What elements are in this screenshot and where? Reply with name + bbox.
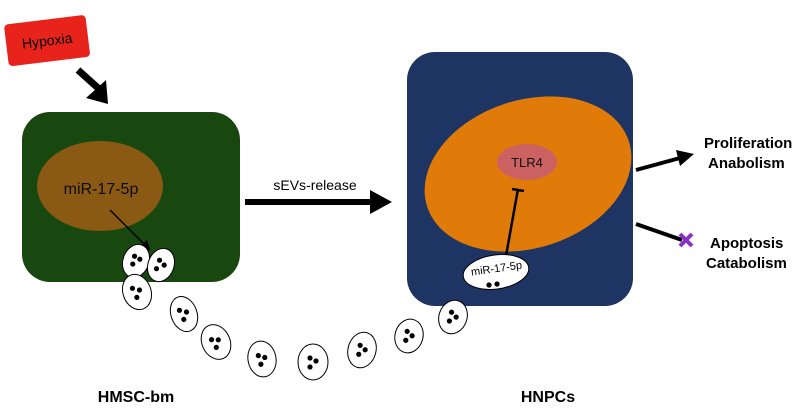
vesicle-cargo-dot: [313, 358, 319, 364]
vesicle-cargo-dot: [161, 262, 167, 268]
vesicle-cargo-dot: [403, 337, 409, 343]
tlr4-receptor: [497, 144, 557, 180]
vesicle-membrane: [394, 318, 424, 354]
donor-cell: miR-17-5p: [22, 112, 240, 282]
vesicle-cargo-dot: [153, 266, 160, 272]
vesicle-icon: [297, 343, 329, 381]
vesicle-cargo-dot: [213, 344, 219, 350]
hypoxia-arrow: [75, 67, 108, 104]
inhibit-arrow: [635, 222, 694, 248]
hypoxia-box: Hypoxia: [4, 15, 90, 67]
sev-release-arrow: [245, 190, 392, 214]
vesicle-cargo-dot: [181, 316, 187, 322]
vesicle-cargo-dot: [486, 282, 492, 288]
vesicle-cargo-dot: [255, 352, 261, 359]
outcome-apoptosis: Apoptosis: [710, 235, 783, 252]
outcome-catabolism: Catabolism: [706, 255, 787, 272]
vesicle-membrane: [200, 324, 232, 360]
vesicle-icon: [347, 331, 377, 369]
vesicle-icon: [247, 340, 277, 378]
vesicle-icon: [169, 296, 199, 332]
vesicle-membrane: [247, 340, 277, 378]
vesicle-icon: [438, 299, 468, 335]
vesicle-cargo-dot: [136, 287, 143, 293]
vesicle-cargo-dot: [356, 351, 362, 357]
recipient-vesicle: [462, 254, 530, 290]
vesicle-cargo-dot: [362, 347, 368, 353]
vesicle-cargo-dot: [215, 337, 221, 343]
hypoxia-label: Hypoxia: [21, 30, 73, 52]
vesicle-trail: [121, 243, 468, 381]
hypoxia-box-bg: [4, 15, 90, 67]
vesicle-cargo-dot: [183, 309, 190, 315]
vesicle-icon: [121, 273, 153, 311]
promote-arrow: [635, 150, 694, 172]
inhibition-bar: [511, 187, 525, 193]
vesicle-cargo-dot: [262, 354, 268, 361]
vesicle-membrane: [297, 343, 329, 381]
vesicle-membrane: [438, 299, 468, 335]
donor-nucleus-label: miR-17-5p: [64, 181, 139, 198]
recipient-cell-caption: HNPCs: [521, 389, 575, 406]
vesicle-cargo-dot: [404, 328, 410, 334]
donor-cell-caption: HMSC-bm: [98, 389, 174, 406]
vesicle-membrane: [121, 273, 153, 311]
vesicle-membrane: [146, 247, 176, 283]
vesicle-cargo-dot: [448, 309, 455, 315]
donor-nucleus: [37, 141, 163, 231]
vesicle-icon: [394, 318, 424, 354]
vesicle-cargo-dot: [357, 342, 363, 348]
vesicle-icon: [146, 247, 176, 283]
sev-release-label: sEVs-release: [273, 177, 356, 193]
vesicle-cargo-dot: [446, 318, 453, 324]
cross-icon: [678, 232, 694, 248]
tlr4-label: TLR4: [511, 155, 543, 170]
vesicle-cargo-dot: [134, 294, 140, 300]
vesicle-cargo-dot: [453, 314, 459, 320]
vesicle-cargo-dot: [208, 337, 215, 343]
vesicle-cargo-dot: [137, 256, 143, 262]
vesicle-membrane: [347, 331, 377, 369]
vesicle-cargo-dot: [409, 333, 415, 339]
outcome-anabolism: Anabolism: [708, 155, 785, 172]
vesicle-cargo-dot: [307, 355, 313, 361]
vesicle-cargo-dot: [176, 307, 183, 313]
vesicle-cargo-dot: [307, 364, 313, 370]
inhibition-line: [504, 188, 520, 257]
mirna-export-arrow: [109, 209, 151, 251]
vesicle-cargo-dot: [130, 261, 136, 267]
vesicle-cargo-dot: [156, 257, 163, 263]
outcome-proliferation: Proliferation: [704, 135, 792, 152]
vesicle-cargo-dot: [258, 361, 264, 367]
vesicle-cargo-dot: [494, 281, 500, 287]
vesicle-membrane: [169, 296, 199, 332]
recipient-cell: TLR4 miR-17-5p: [407, 52, 633, 306]
vesicle-cargo-dot: [129, 285, 136, 291]
vesicle-cargo-dot: [131, 253, 138, 259]
vesicle-icon: [200, 324, 232, 360]
